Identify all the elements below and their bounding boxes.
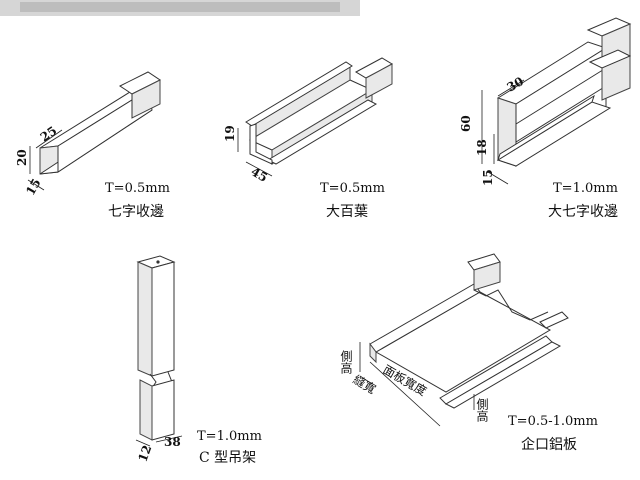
dim-label: 18 [475, 139, 489, 156]
profile-large-trim [481, 17, 632, 185]
spec-label: T=0.5mm [105, 181, 170, 196]
label-seam-width: 縫寬 [351, 372, 379, 397]
product-name: 企口鋁板 [521, 436, 577, 453]
dim-label: 60 [459, 115, 473, 132]
dim-label: 15 [481, 169, 495, 186]
profile-c-hanger [135, 255, 183, 447]
label-side-height-right: 側高 [475, 398, 489, 423]
dim-label: 19 [223, 125, 237, 142]
dim-label: 20 [15, 149, 29, 166]
product-name: 大百葉 [326, 204, 368, 220]
hole-icon [156, 260, 160, 264]
product-name: C 型吊架 [199, 450, 256, 466]
dim-label: 38 [164, 435, 181, 449]
spec-label: T=0.5-1.0mm [508, 414, 598, 429]
dim-label: 45 [249, 164, 270, 184]
profile-small-trim [27, 71, 161, 191]
dim-label: 12 [136, 443, 155, 463]
spec-label: T=1.0mm [553, 181, 618, 196]
product-name: 大七字收邊 [548, 204, 618, 220]
product-name: 七字收邊 [108, 204, 164, 220]
profile-tongue-groove-panel [359, 253, 569, 427]
spec-label: T=0.5mm [320, 181, 385, 196]
profile-large-louver [237, 57, 394, 177]
dim-label: 15 [23, 176, 43, 197]
label-side-height-left: 側高 [339, 350, 353, 375]
top-banner-text-blur [20, 2, 340, 12]
spec-label: T=1.0mm [197, 429, 262, 444]
